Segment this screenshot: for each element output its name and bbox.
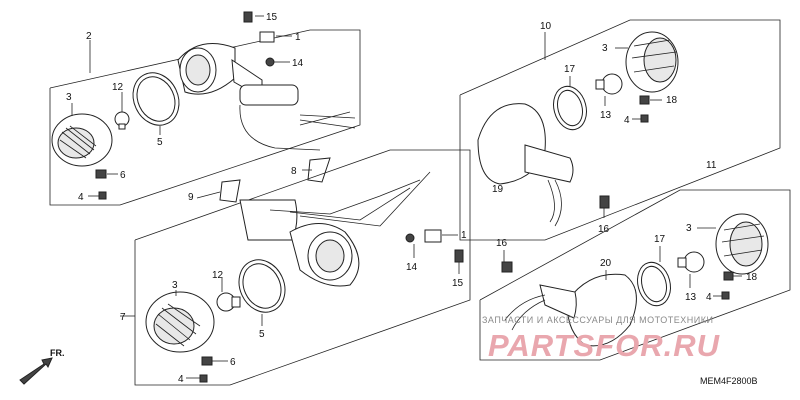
callout-13: 13 — [600, 110, 612, 121]
screw-6-lower — [201, 356, 213, 366]
assembly-7: 7 9 3 12 5 6 4 1 14 15 FR. — [19, 149, 471, 386]
callout-1: 1 — [461, 230, 467, 241]
callout-18: 18 — [746, 272, 758, 283]
callout-15: 15 — [266, 12, 278, 23]
callout-12: 12 — [112, 82, 124, 93]
nut-18-lower — [723, 271, 734, 281]
callout-8: 8 — [291, 166, 297, 177]
bolt-15-lower — [454, 249, 464, 263]
bracket-9 — [219, 179, 241, 203]
callout-5: 5 — [259, 329, 265, 340]
clamp-1-upper — [259, 31, 275, 43]
callout-7: 7 — [120, 312, 126, 323]
callout-17: 17 — [564, 64, 576, 75]
callout-4: 4 — [178, 374, 184, 385]
callout-16: 16 — [496, 238, 508, 249]
callout-16: 16 — [598, 224, 610, 235]
callout-6: 6 — [120, 170, 126, 181]
callout-20: 20 — [600, 258, 612, 269]
callout-5: 5 — [157, 137, 163, 148]
callout-3: 3 — [686, 223, 692, 234]
callout-4: 4 — [706, 292, 712, 303]
callout-9: 9 — [188, 192, 194, 203]
callout-3: 3 — [602, 43, 608, 54]
callout-2: 2 — [86, 31, 92, 42]
callout-6: 6 — [230, 357, 236, 368]
body-20 — [567, 273, 637, 347]
bolt-4-upper-right — [640, 114, 649, 123]
nut-14-upper — [265, 57, 275, 67]
clamp-1-lower — [424, 229, 442, 243]
bolt-4-lower-right — [721, 291, 730, 300]
callout-12: 12 — [212, 270, 224, 281]
callout-14: 14 — [406, 262, 418, 273]
screw-6-upper — [95, 169, 107, 179]
front-arrow-icon — [19, 357, 53, 385]
watermark-logo: PARTSFOR.RU — [488, 328, 721, 363]
bolt-16-upper — [599, 195, 610, 209]
callout-4: 4 — [78, 192, 84, 203]
stay-lower — [239, 199, 298, 241]
nut-18-upper — [639, 95, 650, 105]
callout-13: 13 — [685, 292, 697, 303]
nut-14-lower — [405, 233, 415, 243]
callout-18: 18 — [666, 95, 678, 106]
callout-10: 10 — [540, 21, 552, 32]
bolt-15-upper — [243, 11, 253, 23]
callout-1: 1 — [295, 32, 301, 43]
bolt-4-lower — [199, 374, 208, 383]
assembly-2: 2 3 12 5 6 4 15 1 14 8 — [49, 11, 361, 206]
bracket-8 — [307, 157, 331, 183]
callout-17: 17 — [654, 234, 666, 245]
callout-19: 19 — [492, 184, 504, 195]
front-label: FR. — [50, 348, 65, 358]
assembly-10: 10 17 13 3 18 4 19 — [459, 19, 781, 241]
callout-4: 4 — [624, 115, 630, 126]
diagram-code: MEM4F2800B — [700, 376, 758, 386]
bolt-4-upper — [98, 191, 107, 200]
callout-3: 3 — [172, 280, 178, 291]
callout-15: 15 — [452, 278, 464, 289]
stay-upper — [239, 84, 299, 106]
callout-11: 11 — [706, 160, 717, 171]
watermark-tagline: ЗАПЧАСТИ И АКСЕССУАРЫ ДЛЯ МОТОТЕХНИКИ — [482, 315, 713, 325]
frame-2 — [49, 29, 361, 206]
bolt-16-lower — [501, 261, 513, 273]
callout-14: 14 — [292, 58, 304, 69]
assembly-11: 16 16 20 17 13 3 18 4 — [479, 189, 791, 361]
bulb-13-lower — [683, 251, 705, 273]
bulb-13-upper — [601, 73, 623, 95]
callout-3: 3 — [66, 92, 72, 103]
